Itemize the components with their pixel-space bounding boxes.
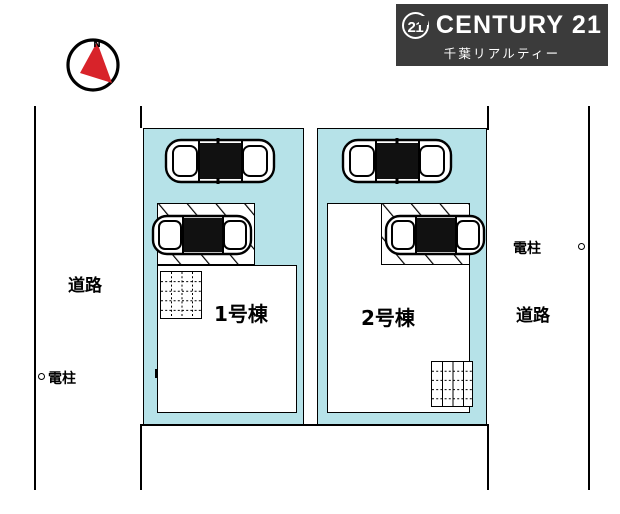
compass-rose: N [64,36,122,94]
century21-mark-icon: 21 [401,11,429,39]
road-line-right-inner [487,106,489,130]
terrace-grid-icon [432,362,472,406]
building-label-1: 1号棟 [214,302,268,326]
car-icon-lot2-carport [383,212,487,258]
road-line-right-inner-lower [487,424,489,490]
house-1-wall-notch [155,369,158,378]
car-icon-lot2-front [340,136,454,186]
road-label-right: 道路 [516,306,550,326]
road-label-left: 道路 [68,276,102,296]
terrace-grid-icon [161,272,201,318]
road-line-far-right [588,106,590,490]
lot-border-building-1 [143,128,304,425]
car-icon-lot1-carport [150,212,254,258]
century21-subtitle: 千葉リアルティー [443,45,561,61]
century21-wordmark: CENTURY 21 [435,10,603,39]
building-label-2: 2号棟 [361,306,415,330]
car-icon-lot1-front [163,136,277,186]
utility-pole-marker-right [578,243,585,250]
road-line-left-inner [140,106,142,128]
lot-border-building-2 [317,128,487,425]
century21-logo: 21 CENTURY 21 千葉リアルティー [396,4,608,66]
terrace-grid-building-2 [431,361,473,407]
road-line-left-inner-lower [140,424,142,490]
terrace-grid-building-1 [160,271,202,319]
compass-needle-icon [80,42,112,83]
road-line-far-left [34,106,36,490]
utility-pole-label-right: 電柱 [513,241,541,257]
utility-pole-marker-left [38,373,45,380]
compass-north-label: N [93,40,101,50]
utility-pole-label-left: 電柱 [48,371,76,387]
road-frontage-line [140,424,489,426]
